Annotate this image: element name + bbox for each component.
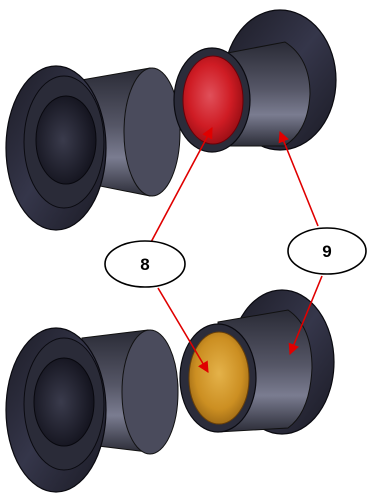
callout-9: 9 <box>287 227 367 275</box>
bushing-top-left <box>5 65 181 231</box>
leader-9-top <box>278 130 319 227</box>
callout-8-label: 8 <box>140 255 149 274</box>
leader-8-bottom <box>157 287 209 373</box>
callout-8: 8 <box>104 240 186 288</box>
leader-9-bottom <box>288 275 323 356</box>
callout-8-outline <box>104 240 186 288</box>
leader-8-top <box>149 127 213 245</box>
callout-9-outline <box>287 227 367 275</box>
bushing-bottom-right <box>179 289 335 435</box>
callout-9-label: 9 <box>322 242 331 261</box>
bushing-bottom-left <box>5 327 179 493</box>
leader-lines <box>149 127 323 373</box>
bushing-top-right <box>173 9 337 153</box>
